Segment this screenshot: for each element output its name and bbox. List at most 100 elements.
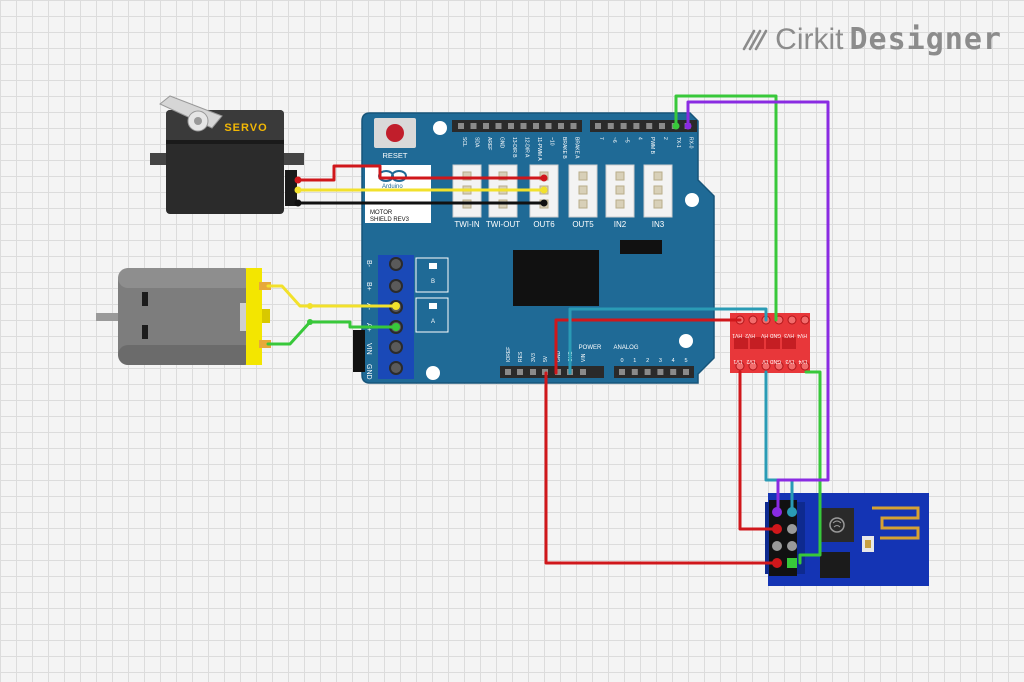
header-pin-label: ~10: [549, 137, 555, 146]
wire-green-tx: [674, 94, 778, 322]
connector-pin: [578, 199, 588, 209]
connector-pin: [653, 171, 663, 181]
terminal-label: GND: [365, 364, 372, 380]
power-pin: [517, 369, 523, 375]
shifter-pin: [800, 361, 810, 371]
header-pin-label: SDA: [474, 137, 480, 148]
header-pin: [470, 123, 477, 129]
shifter-pin: [748, 315, 758, 325]
shifter-pin-label: HV2: [745, 332, 755, 338]
wires: [266, 94, 830, 565]
header-pin: [508, 123, 514, 129]
connector-pin: [615, 185, 625, 195]
brand-name-light: Cirkit: [775, 22, 844, 56]
esp01-wifi-module[interactable]: [765, 493, 929, 586]
analog-pin: [631, 369, 638, 375]
header-pin-label: 4: [636, 137, 642, 140]
wire-green-tx-esp: [798, 370, 822, 565]
header-pin-label: PWM B: [649, 137, 655, 155]
header-pin: [633, 123, 640, 129]
connector-pin: [498, 171, 508, 181]
analog-pin: [619, 369, 625, 375]
header-pin: [458, 123, 464, 129]
connector-pin: [615, 199, 625, 209]
shifter-pin-label: HV3: [784, 332, 794, 338]
dc-motor[interactable]: [96, 268, 271, 365]
shifter-pin: [800, 315, 810, 325]
header-pin-label: 11-PWM A: [536, 137, 542, 161]
power-pin: [555, 369, 561, 375]
shifter-pin: [787, 315, 797, 325]
analog-pin: [657, 369, 664, 375]
shifter-pin-label: HV4: [797, 332, 807, 338]
analog-pin: [644, 369, 651, 375]
esp-chip-logo-icon: [829, 517, 845, 533]
shifter-pin-label: GND: [770, 332, 782, 338]
screw-terminal-block: [378, 255, 414, 379]
top-header-right: [590, 120, 697, 132]
header-pin: [620, 123, 627, 129]
connector-pin: [462, 171, 472, 181]
shifter-pin: [787, 361, 797, 371]
wire-teal-gnd: [568, 307, 768, 375]
shifter-pin-label: LV: [762, 358, 768, 364]
power-pin-label: 5V: [543, 355, 549, 362]
header-pin: [520, 123, 527, 129]
brand-logo: Cirkit Designer: [741, 22, 1002, 57]
header-pin-label: RX-0: [688, 137, 694, 149]
terminal-label: VIN: [365, 343, 372, 355]
connector-label: IN2: [614, 220, 627, 229]
reset-button[interactable]: [374, 118, 416, 148]
power-pin-label: IOREF: [506, 347, 512, 362]
header-pin: [533, 123, 539, 129]
connector-pin: [578, 185, 588, 195]
shifter-pin: [748, 361, 758, 371]
header-pin-label: AREF: [486, 137, 492, 150]
small-chip: [620, 240, 662, 254]
connector-pin: [615, 171, 625, 181]
header-pin: [659, 123, 665, 129]
connector-label: IN3: [652, 220, 665, 229]
shifter-pin-label: HV1: [732, 332, 742, 338]
power-pin: [580, 369, 586, 375]
header-pin: [483, 123, 489, 129]
terminal-screw-head: [391, 259, 401, 269]
brand-name-bold: Designer: [849, 22, 1002, 57]
analog-header-title: ANALOG: [613, 345, 638, 351]
terminal-label: B+: [365, 282, 372, 291]
servo-motor[interactable]: SERVO: [150, 95, 304, 214]
shield-model-line1: MOTOR: [370, 210, 393, 216]
power-header-title: POWER: [579, 345, 602, 351]
analog-pin: [670, 369, 677, 375]
brand-icon: [742, 29, 768, 50]
connector-label: TWI-IN: [454, 220, 480, 229]
wire-red-hv: [554, 318, 742, 375]
header-pin-label: 13-DIR B: [511, 137, 517, 158]
shifter-pin: [774, 361, 784, 371]
power-pin: [505, 369, 511, 375]
channel-a-label: A: [431, 319, 435, 325]
header-pin-label: ~6: [611, 137, 617, 143]
shield-logo-text: Arduino: [382, 184, 403, 190]
power-pin-label: RES: [518, 351, 524, 362]
header-pin-label: 2: [662, 137, 668, 140]
motor-driver-chip: [513, 250, 599, 306]
wire-purple-rx: [686, 100, 830, 514]
header-pin: [558, 123, 564, 129]
terminal-label: B-: [365, 260, 372, 268]
esp-pin: [787, 541, 797, 551]
esp-pin: [787, 558, 797, 568]
terminal-screw-head: [391, 363, 401, 373]
header-pin: [607, 123, 614, 129]
power-pin: [530, 369, 536, 375]
connector-label: OUT5: [572, 220, 594, 229]
connector-label: OUT6: [533, 220, 555, 229]
header-pin-label: ~5: [624, 137, 630, 143]
analog-header: [614, 366, 694, 378]
esp01-header-pins: [772, 507, 797, 568]
power-pin-label: GND: [556, 351, 562, 363]
